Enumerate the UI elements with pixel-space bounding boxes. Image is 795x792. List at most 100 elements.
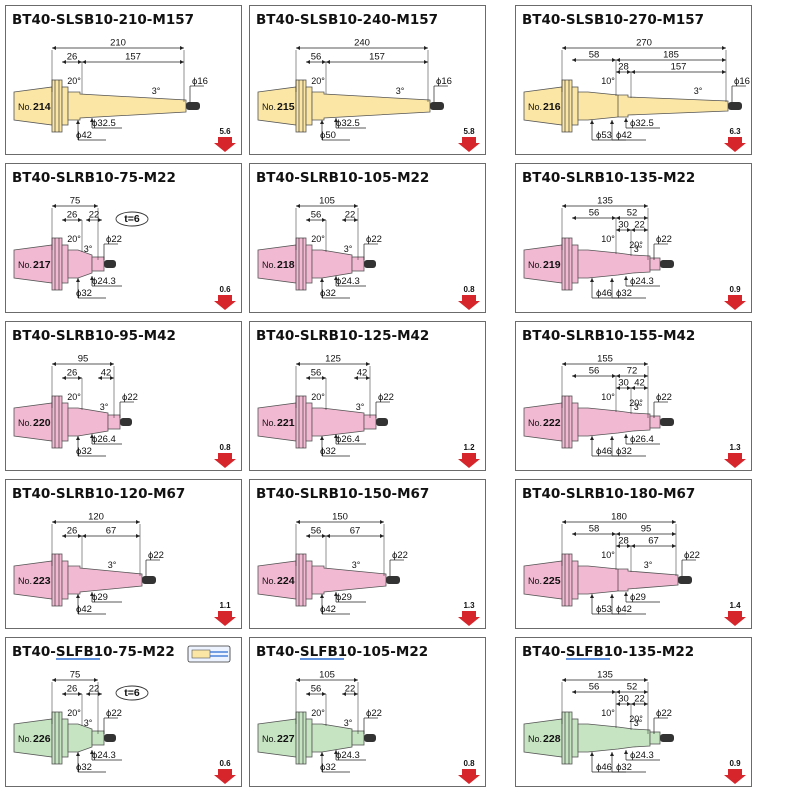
product-number-value: 226 xyxy=(33,733,51,745)
weight-label: 1.1 xyxy=(219,601,231,610)
flange xyxy=(51,79,63,133)
title-series: SLRB10 xyxy=(56,170,114,186)
product-title: BT40-SLFB10-135-M22 xyxy=(522,644,694,660)
dim-extension-length: 67 xyxy=(350,526,361,537)
product-title: BT40-SLRB10-155-M42 xyxy=(522,328,695,344)
extension-body xyxy=(311,91,431,121)
cutting-tip xyxy=(660,734,674,742)
product-number-prefix: No. xyxy=(262,260,276,270)
title-series: SLSB10 xyxy=(300,12,357,28)
title-suffix: -240-M157 xyxy=(357,12,438,28)
title-series: SLFB10 xyxy=(566,644,623,660)
cutting-tip xyxy=(660,418,674,426)
cutting-tip xyxy=(430,102,444,110)
title-suffix: -105-M22 xyxy=(357,644,429,660)
weight-arrow-icon xyxy=(214,453,236,468)
cutting-tip xyxy=(142,576,156,584)
dim-total-length: 75 xyxy=(70,670,81,681)
angle-label-flange: 10° xyxy=(601,708,615,718)
weight-label: 1.3 xyxy=(463,601,475,610)
dim-base-diameter: ϕ42 xyxy=(76,130,92,141)
title-prefix: BT40- xyxy=(522,328,566,344)
tool-holder-drawing xyxy=(13,79,200,133)
dim-flange-length: 26 xyxy=(67,526,78,537)
weight-arrow-icon xyxy=(458,295,480,310)
dim-extension-length: 22 xyxy=(345,684,356,695)
collar xyxy=(571,718,579,758)
dim-flange-diameter: ϕ46 xyxy=(596,762,612,773)
title-prefix: BT40- xyxy=(12,644,56,660)
dim-flange-diameter: ϕ46 xyxy=(596,288,612,299)
product-number-prefix: No. xyxy=(528,576,542,586)
angle-label-taper: 3° xyxy=(634,402,643,412)
angle-label-taper: 3° xyxy=(694,86,703,96)
dim-tip-diameter: ϕ22 xyxy=(148,550,164,561)
product-number-prefix: No. xyxy=(528,734,542,744)
product-number-value: 228 xyxy=(543,733,561,745)
tool-holder-drawing xyxy=(13,711,116,765)
dim-base-diameter: ϕ32 xyxy=(616,288,632,299)
product-number: No.214 xyxy=(18,101,51,113)
product-title: BT40-SLRB10-150-M67 xyxy=(256,486,429,502)
cutting-tip xyxy=(104,260,116,268)
tool-holder-drawing xyxy=(257,711,376,765)
dim-body-diameter: ϕ24.3 xyxy=(630,750,654,761)
extension-body xyxy=(577,723,651,753)
dim-body-diameter: ϕ24.3 xyxy=(630,276,654,287)
title-series: SLFB10 xyxy=(300,644,357,660)
angle-label-flange: 20° xyxy=(311,708,325,718)
coolant-icon xyxy=(187,645,231,663)
weight-arrow-icon xyxy=(458,453,480,468)
title-series: SLRB10 xyxy=(566,486,624,502)
tool-holder-drawing xyxy=(523,237,674,291)
flange xyxy=(295,237,307,291)
dim-extension-length: 42 xyxy=(357,368,368,379)
product-title: BT40-SLRB10-105-M22 xyxy=(256,170,429,186)
dim-step-length: 30 xyxy=(618,694,629,705)
product-title: BT40-SLRB10-95-M42 xyxy=(12,328,176,344)
weight-label: 0.8 xyxy=(463,285,475,294)
extension-body xyxy=(67,407,109,437)
dim-total-length: 105 xyxy=(319,196,335,207)
collar xyxy=(305,86,313,126)
dim-total-length: 95 xyxy=(78,354,89,365)
dim-flange-length: 26 xyxy=(67,684,78,695)
title-suffix: -180-M67 xyxy=(624,486,696,502)
title-prefix: BT40- xyxy=(256,486,300,502)
cutting-tip xyxy=(376,418,388,426)
product-number-value: 220 xyxy=(33,417,51,429)
dim-base-diameter: ϕ32 xyxy=(320,762,336,773)
collar xyxy=(571,244,579,284)
title-prefix: BT40- xyxy=(256,12,300,28)
product-number: No.217 xyxy=(18,259,51,271)
product-number-value: 222 xyxy=(543,417,561,429)
tool-holder-drawing xyxy=(257,395,388,449)
dim-extension-length: 42 xyxy=(101,368,112,379)
title-suffix: -210-M157 xyxy=(113,12,194,28)
dim-tip-diameter: ϕ22 xyxy=(656,234,672,245)
collar xyxy=(571,86,579,126)
dim-flange-length: 56 xyxy=(311,210,322,221)
product-title: BT40-SLRB10-120-M67 xyxy=(12,486,185,502)
dim-total-length: 105 xyxy=(319,670,335,681)
dim-tip-diameter: ϕ22 xyxy=(378,392,394,403)
weight-arrow-icon xyxy=(724,295,746,310)
weight-arrow-icon xyxy=(724,611,746,626)
extension-body xyxy=(311,723,353,753)
